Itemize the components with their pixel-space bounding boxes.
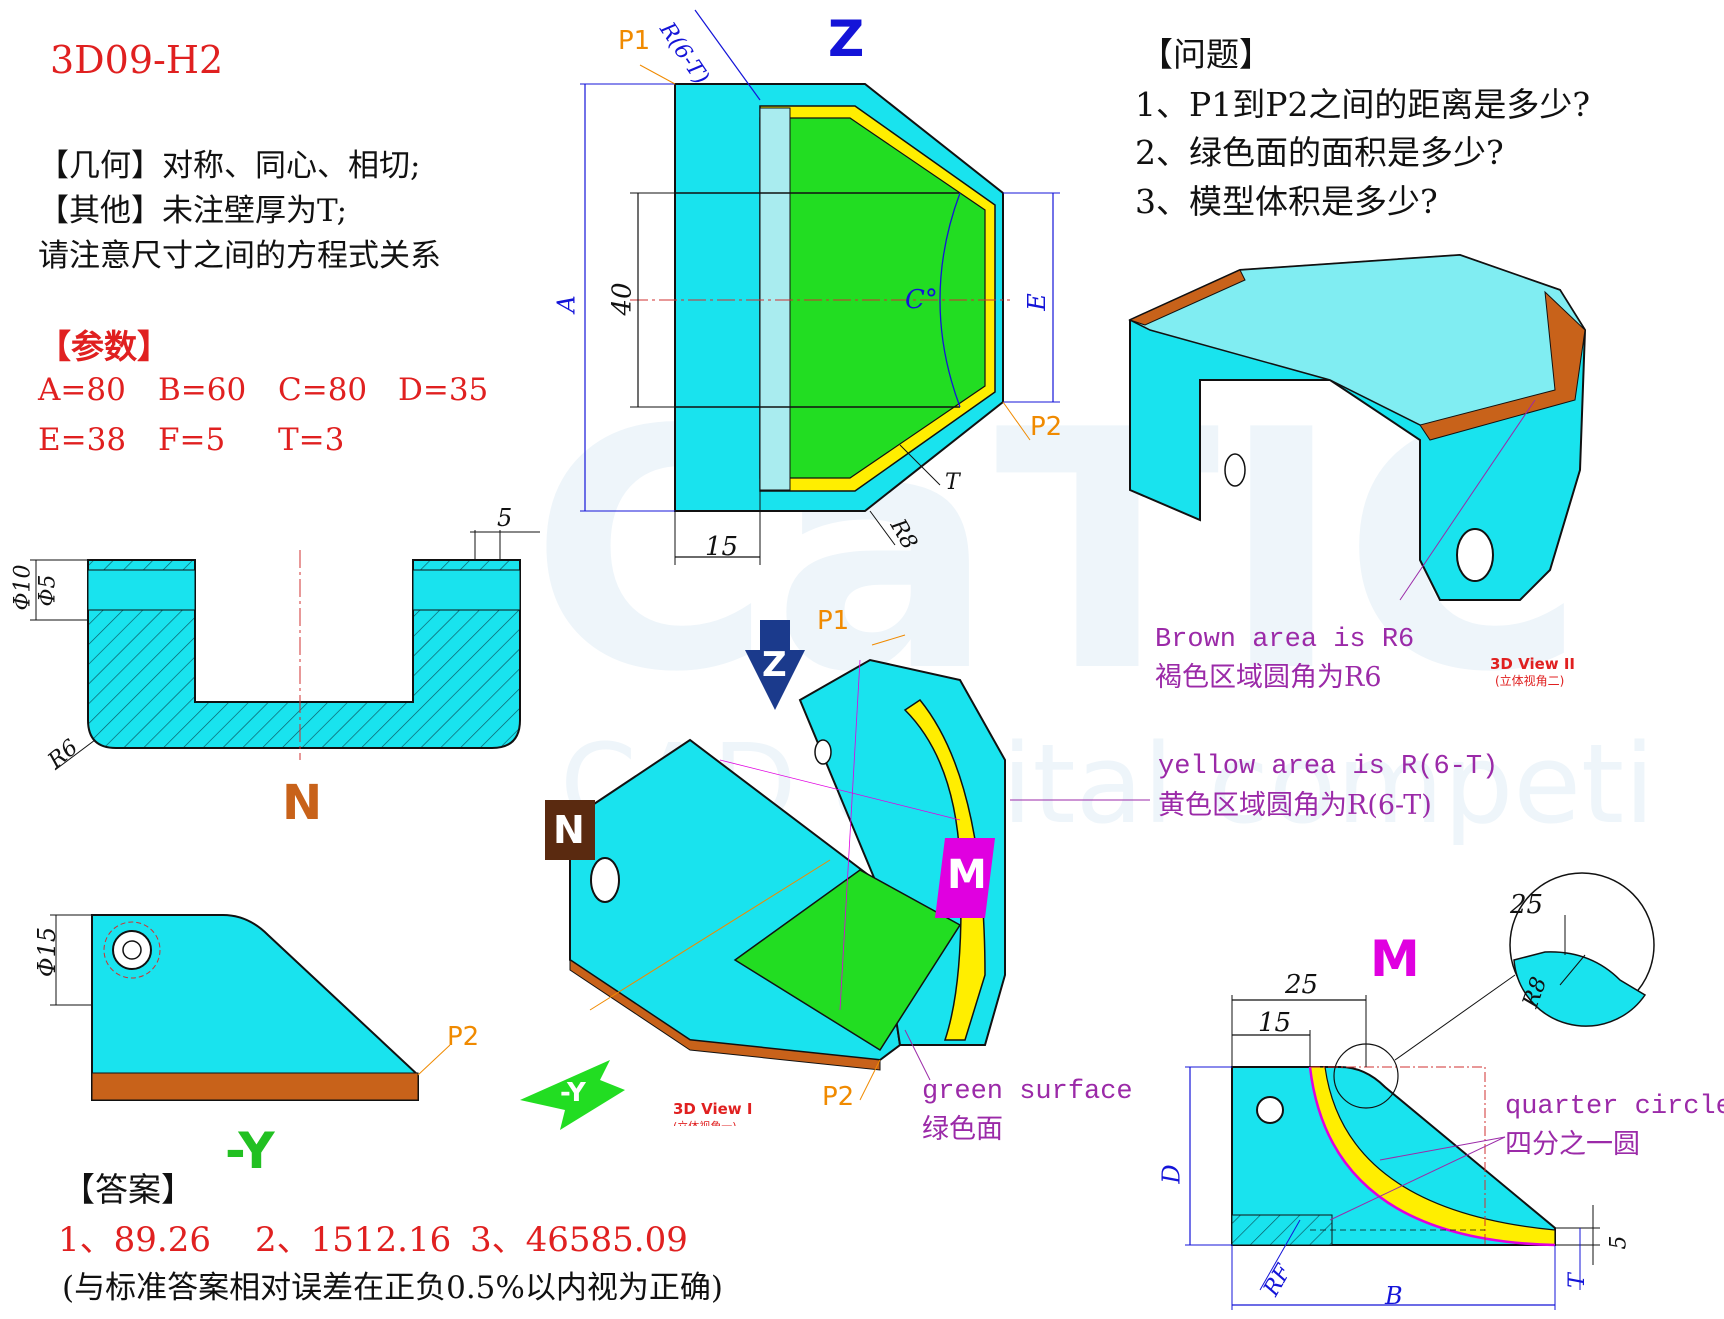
m-axis-marker: M [947, 852, 987, 898]
dim-e: E [1022, 293, 1051, 311]
z-view-label: Z [828, 10, 865, 68]
dim-m15: 15 [1258, 1008, 1292, 1038]
callout-brown-en: Brown area is R6 [1155, 625, 1415, 655]
z-view [580, 9, 1060, 565]
neg-y-view [50, 914, 451, 1101]
question-1: 1、P1到P2之间的距离是多少? [1135, 85, 1591, 124]
p1-label-3d: P1 [817, 606, 850, 636]
param-c: C=80 [278, 372, 368, 408]
dim-c: C° [905, 285, 938, 315]
callout-green-en: green surface [922, 1077, 1133, 1107]
note-other: 【其他】未注壁厚为T; [38, 193, 348, 229]
param-t: T=3 [278, 422, 345, 458]
dim-m25: 25 [1285, 970, 1319, 1000]
answer-1: 1、89.26 [58, 1220, 211, 1260]
answer-3: 3、46585.09 [470, 1220, 688, 1260]
dim-a: A [552, 295, 581, 313]
neg-y-view-label: -Y [225, 1122, 275, 1180]
params-header: 【参数】 [38, 327, 170, 366]
3d-view-2-label: 3D View II [1490, 655, 1576, 673]
3d-view-1-sublabel: (立体视角一) [673, 1118, 737, 1126]
p2-label-3d: P2 [822, 1082, 855, 1112]
m-view-label: M [1370, 930, 1420, 988]
note-geometry: 【几何】对称、同心、相切; [38, 148, 421, 184]
callout-yellow-en: yellow area is R(6-T) [1158, 752, 1499, 782]
n-view [30, 530, 540, 771]
m-view [1185, 872, 1655, 1310]
3d-view-1-label: 3D View I [673, 1100, 753, 1118]
answer-2: 2、1512.16 [255, 1220, 452, 1260]
callout-quarter-cn: 四分之一圆 [1505, 1129, 1640, 1160]
param-b: B=60 [158, 372, 247, 408]
dim-t-m: T [1564, 1273, 1590, 1288]
3d-view-2-sublabel: (立体视角二) [1495, 674, 1565, 688]
param-e: E=38 [38, 422, 127, 458]
callout-quarter-en: quarter circle [1505, 1092, 1724, 1122]
param-d: D=35 [398, 372, 489, 408]
dim-phi15: Φ15 [33, 926, 62, 978]
callout-brown-cn: 褐色区域圆角为R6 [1155, 662, 1382, 693]
n-view-label: N [282, 775, 323, 831]
dim-40: 40 [607, 282, 638, 316]
note-equation: 请注意尺寸之间的方程式关系 [38, 238, 441, 274]
param-f: F=5 [158, 422, 226, 458]
param-a: A=80 [38, 372, 126, 408]
detail-25: 25 [1510, 890, 1544, 920]
questions-header: 【问题】 [1140, 35, 1272, 74]
problem-id: 3D09-H2 [50, 38, 224, 82]
neg-y-axis-marker: -Y [560, 1078, 586, 1108]
p1-label-z: P1 [618, 26, 651, 56]
answer-tolerance: (与标准答案相对误差在正负0.5%以内视为正确) [62, 1270, 723, 1306]
dim-d: D [1157, 1164, 1186, 1184]
p2-label-z: P2 [1030, 412, 1063, 442]
answers-header: 【答案】 [62, 1170, 194, 1209]
dim-phi10: Φ10 [10, 564, 36, 611]
p2-label-neg-y: P2 [447, 1022, 480, 1052]
z-axis-marker: Z [762, 645, 787, 685]
dim-5-n: 5 [497, 504, 513, 532]
question-2: 2、绿色面的面积是多少? [1135, 133, 1504, 172]
dim-b: B [1385, 1282, 1403, 1310]
3d-view-1 [520, 620, 1150, 1130]
callout-green-cn: 绿色面 [922, 1114, 1003, 1145]
3d-view-2 [1128, 253, 1587, 601]
callout-yellow-cn: 黄色区域圆角为R(6-T) [1158, 790, 1432, 821]
dim-phi5: Φ5 [35, 574, 61, 607]
dim-t-z: T [945, 470, 960, 495]
dim-15-z: 15 [705, 532, 739, 562]
question-3: 3、模型体积是多少? [1135, 182, 1438, 221]
n-axis-marker: N [553, 808, 585, 852]
dim-5-m: 5 [1606, 1235, 1632, 1250]
